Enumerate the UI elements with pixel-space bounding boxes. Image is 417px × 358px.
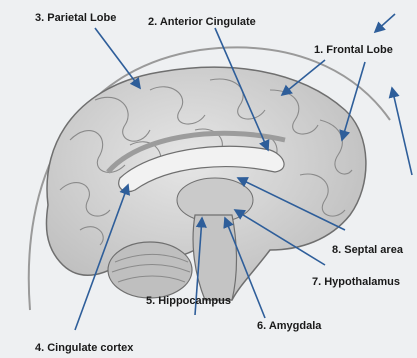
label-amygdala: 6. Amygdala — [257, 320, 321, 333]
label-anterior-cingulate: 2. Anterior Cingulate — [148, 16, 256, 29]
label-septal-area: 8. Septal area — [332, 244, 403, 257]
label-cingulate-cortex: 4. Cingulate cortex — [35, 342, 133, 355]
label-hypothalamus: 7. Hypothalamus — [312, 276, 400, 289]
label-parietal-lobe: 3. Parietal Lobe — [35, 12, 116, 25]
label-hippocampus: 5. Hippocampus — [146, 295, 231, 308]
label-frontal-lobe: 1. Frontal Lobe — [314, 44, 393, 57]
cerebellum — [108, 242, 192, 298]
